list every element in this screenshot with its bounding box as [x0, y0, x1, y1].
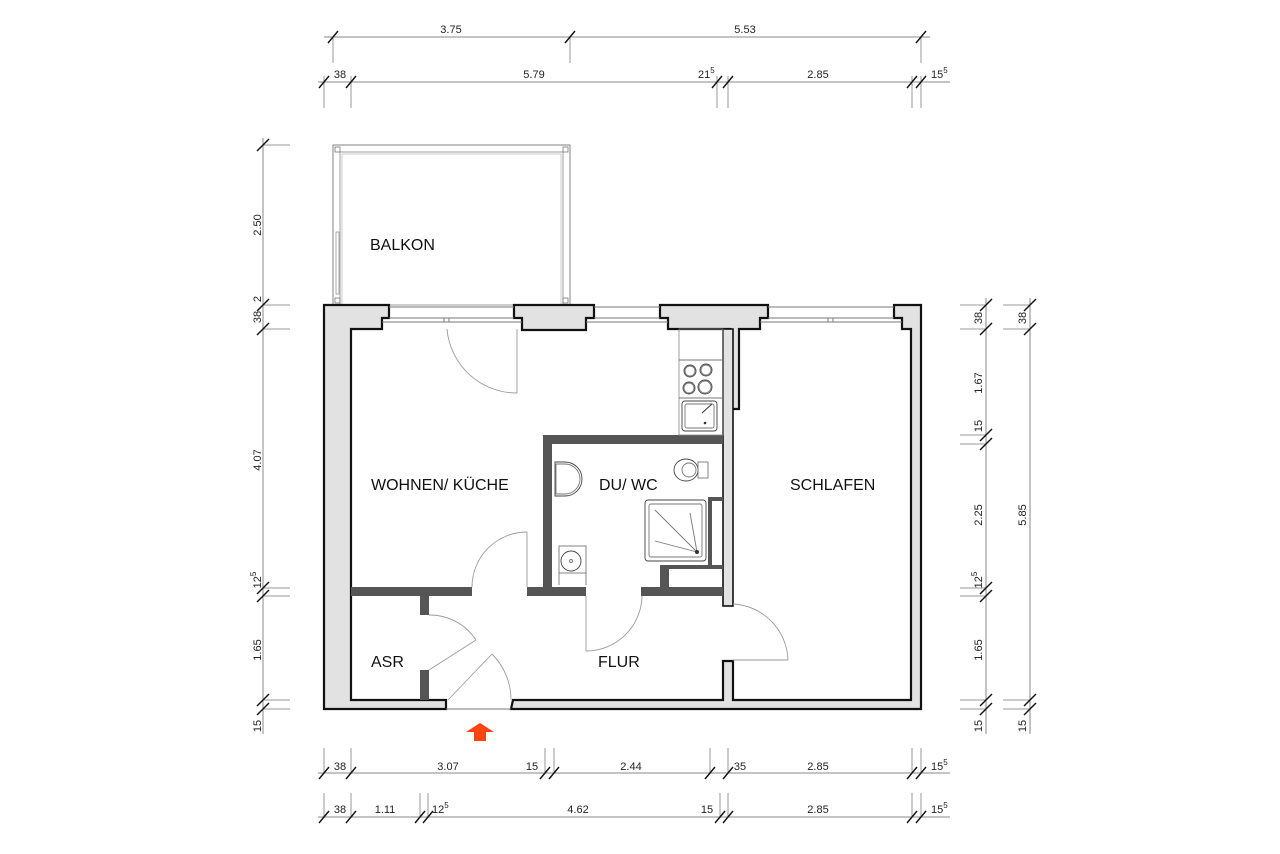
dim-top-3.75: 3.75 [440, 24, 461, 36]
dim-right-1.65: 1.65 [973, 639, 985, 660]
dim-bottom2-12-5: 125 [432, 801, 449, 816]
dim-top-15-5: 155 [931, 66, 948, 81]
dim-bottom-15: 15 [526, 761, 538, 773]
dim-bottom2-38: 38 [334, 804, 346, 816]
room-label-balkon: BALKON [370, 237, 435, 254]
dim-bottom2-1.11: 1.11 [375, 804, 396, 816]
dim-right2-38: 38 [1017, 312, 1029, 324]
doors [428, 328, 789, 710]
dim-bottom2-15: 15 [701, 804, 713, 816]
dim-right-38: 38 [973, 312, 985, 324]
dim-left-4.07: 4.07 [252, 449, 264, 470]
dim-left-15: 15 [252, 720, 264, 732]
dim-left-2.50: 2.50 [252, 214, 264, 235]
entrance-arrow-icon [466, 723, 494, 741]
exterior-walls [322, 303, 923, 711]
dim-left-12-5: 125 [249, 571, 264, 588]
windows [382, 306, 902, 323]
room-label-wohnen-kueche: WOHNEN/ KÜCHE [371, 476, 509, 494]
room-label-asr: ASR [371, 654, 404, 671]
dim-bottom-38: 38 [334, 761, 346, 773]
room-label-du-wc: DU/ WC [599, 477, 658, 494]
kitchen-counter [678, 328, 724, 436]
dim-top-38: 38 [334, 69, 346, 81]
room-label-flur: FLUR [598, 654, 640, 671]
dim-bottom-3.07: 3.07 [437, 761, 458, 773]
stove-icon [682, 363, 713, 395]
dim-bottom2-4.62: 4.62 [567, 804, 588, 816]
dim-left-38: 38 [252, 311, 264, 323]
dim-right-15: 15 [973, 420, 985, 432]
bathroom-fixtures [554, 458, 709, 585]
dim-bottom-2.44: 2.44 [620, 761, 641, 773]
left-dimension-column: 2.50 2 38 4.07 125 1.65 15 [249, 138, 290, 734]
interior-walls [351, 435, 723, 700]
dim-top-2.85: 2.85 [807, 69, 828, 81]
top-dimension-row-1: 3.75 5.53 [324, 24, 930, 63]
right-dimension-column-2: 38 5.85 15 [1003, 298, 1037, 734]
dim-bottom2-2.85: 2.85 [807, 804, 828, 816]
dim-left-2: 2 [252, 296, 264, 302]
dim-right-2.25: 2.25 [973, 504, 985, 525]
balcony [332, 144, 571, 306]
dim-right-1.67: 1.67 [973, 372, 985, 393]
washing-machine-icon [558, 545, 587, 585]
right-dimension-column-1: 38 1.67 15 2.25 125 1.65 15 [960, 298, 993, 734]
dim-left-1.65: 1.65 [252, 639, 264, 660]
dim-bottom-35: 35 [734, 761, 746, 773]
dim-bottom-2.85: 2.85 [807, 761, 828, 773]
dim-right-15-bottom: 15 [973, 720, 985, 732]
dim-right2-15: 15 [1017, 720, 1029, 732]
room-labels: BALKON WOHNEN/ KÜCHE DU/ WC SCHLAFEN ASR… [370, 237, 875, 671]
bottom-dimension-row-2: 38 1.11 125 4.62 15 2.85 155 [318, 793, 950, 824]
dim-bottom-15-5: 155 [931, 758, 948, 773]
toilet-icon [673, 458, 709, 482]
dim-bottom2-15-5: 155 [931, 801, 948, 816]
washbasin-icon [554, 461, 583, 497]
dim-top-21-5: 215 [698, 66, 715, 81]
room-label-schlafen: SCHLAFEN [790, 477, 875, 494]
dim-top-5.53: 5.53 [734, 24, 755, 36]
top-dimension-row-2: 38 5.79 215 2.85 155 [318, 66, 950, 108]
dim-right-12-5: 125 [970, 571, 985, 588]
dim-top-5.79: 5.79 [523, 69, 544, 81]
bottom-dimension-row-1: 38 3.07 15 2.44 35 2.85 155 [318, 748, 950, 780]
kitchen-sink-icon [681, 400, 718, 432]
dim-right2-5.85: 5.85 [1017, 504, 1029, 525]
shower-tray-icon [644, 499, 707, 562]
